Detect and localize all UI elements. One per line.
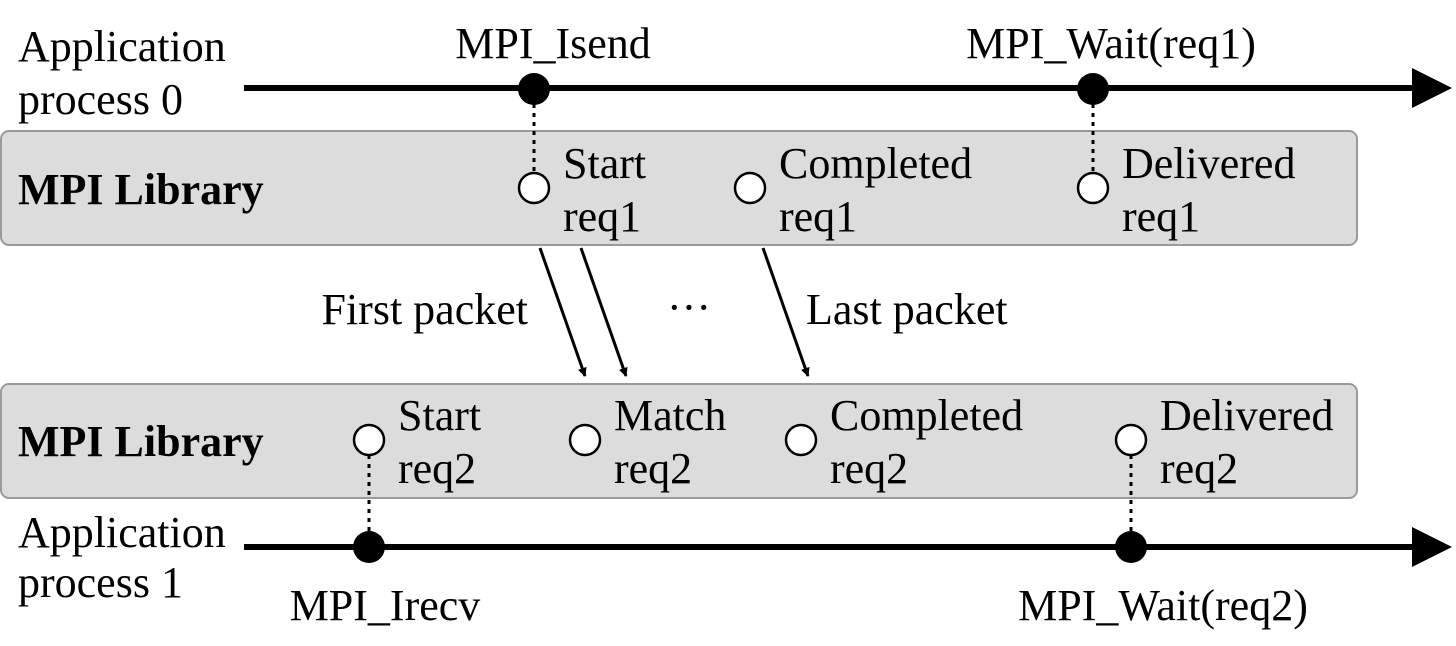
start-req1-label-line1: Start: [563, 139, 646, 188]
mpi-library-bottom-box: [0, 383, 1358, 499]
mpi-library-bottom-title: MPI Library: [18, 417, 264, 466]
first-packet-arrow: [538, 247, 587, 377]
mpi-library-top-title: MPI Library: [18, 165, 264, 214]
delivered-req1-label-line2: req1: [1122, 192, 1200, 241]
packets-ellipsis: ···: [667, 283, 711, 332]
last-packet-label: Last packet: [806, 285, 1008, 334]
completed-req2-label-line2: req2: [830, 444, 908, 493]
isend-node: [518, 73, 550, 105]
process0-timeline-arrowhead: [1412, 68, 1452, 108]
delivered-req2-node: [1114, 423, 1148, 457]
second-packet-arrow: [579, 247, 628, 377]
wait-req2-label: MPI_Wait(req2): [1018, 581, 1308, 630]
start-req2-label-line1: Start: [398, 391, 481, 440]
process1-label-line2: process 1: [18, 558, 183, 607]
process1-label-line1: Application: [18, 508, 226, 557]
delivered-req1-node: [1076, 171, 1110, 205]
irecv-label: MPI_Irecv: [290, 581, 481, 630]
isend-label: MPI_Isend: [455, 19, 651, 68]
process0-label-line1: Application: [18, 22, 226, 71]
last-packet-arrow: [761, 247, 810, 377]
wait-req1-label: MPI_Wait(req1): [966, 19, 1256, 68]
completed-req2-label-line1: Completed: [830, 391, 1023, 440]
irecv-node: [353, 531, 385, 563]
first-packet-label: First packet: [321, 285, 528, 334]
match-req2-node: [568, 423, 602, 457]
start-req1-node: [517, 171, 551, 205]
process0-label-line2: process 0: [18, 75, 183, 124]
wait-req2-node: [1115, 531, 1147, 563]
wait-req1-node: [1077, 73, 1109, 105]
start-req2-label-line2: req2: [398, 444, 476, 493]
match-req2-label-line2: req2: [614, 444, 692, 493]
mpi-library-top-box: [0, 130, 1358, 246]
completed-req1-node: [733, 171, 767, 205]
delivered-req2-label-line2: req2: [1160, 444, 1238, 493]
match-req2-label-line1: Match: [614, 391, 726, 440]
start-req1-label-line2: req1: [563, 192, 641, 241]
completed-req1-label-line1: Completed: [779, 139, 972, 188]
completed-req2-node: [784, 423, 818, 457]
completed-req1-label-line2: req1: [779, 192, 857, 241]
delivered-req1-label-line1: Delivered: [1122, 139, 1295, 188]
delivered-req2-label-line1: Delivered: [1160, 391, 1333, 440]
start-req2-node: [352, 423, 386, 457]
process1-timeline-arrowhead: [1412, 527, 1452, 567]
